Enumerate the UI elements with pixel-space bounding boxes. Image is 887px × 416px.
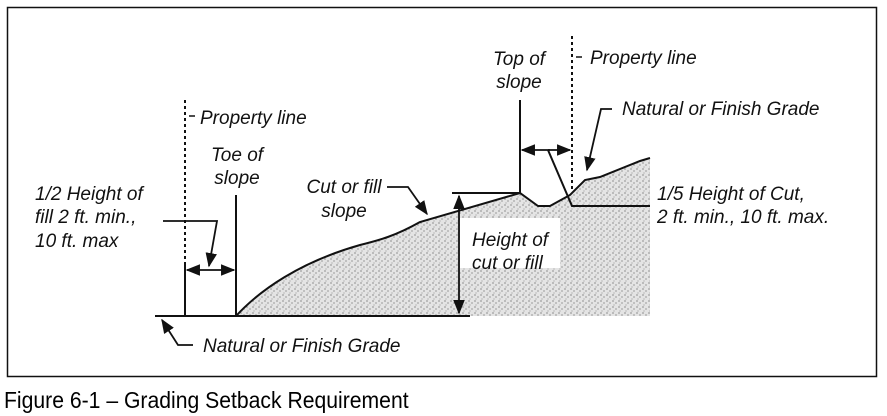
cut-fill-slope-label-2: slope xyxy=(321,201,366,222)
fifth-height-label-2: 2 ft. min., 10 ft. max. xyxy=(656,207,829,228)
half-height-leader xyxy=(163,220,219,268)
figure-frame xyxy=(6,6,878,378)
natural-grade-top-label: Natural or Finish Grade xyxy=(622,99,819,120)
slope-profile-line xyxy=(235,157,651,317)
fill-soil-area xyxy=(236,158,650,316)
slope-leader xyxy=(387,186,428,216)
natural-grade-top-leader xyxy=(584,108,612,172)
toe-of-slope-label-1: Toe of xyxy=(211,145,265,166)
height-label-1: Height of xyxy=(472,230,550,251)
half-height-label-1: 1/2 Height of xyxy=(35,184,144,205)
fifth-height-label-1: 1/5 Height of Cut, xyxy=(657,184,805,205)
cut-setback-line xyxy=(547,149,650,207)
top-of-slope-label-2: slope xyxy=(496,72,541,93)
property-line-left-label: Property line xyxy=(200,108,307,129)
cut-fill-slope-label-1: Cut or fill xyxy=(307,177,383,198)
top-of-slope-label-1: Top of xyxy=(493,49,547,70)
label-background xyxy=(460,218,560,268)
natural-grade-bottom-label: Natural or Finish Grade xyxy=(203,336,400,357)
height-label-2: cut or fill xyxy=(472,253,544,274)
property-line-right-label: Property line xyxy=(590,48,697,69)
toe-of-slope-label-2: slope xyxy=(214,168,259,189)
half-height-label-2: fill 2 ft. min., xyxy=(35,207,136,228)
figure-caption: Figure 6-1 – Grading Setback Requirement xyxy=(4,387,409,413)
half-height-label-3: 10 ft. max xyxy=(35,231,120,252)
natural-grade-leader xyxy=(161,318,193,346)
